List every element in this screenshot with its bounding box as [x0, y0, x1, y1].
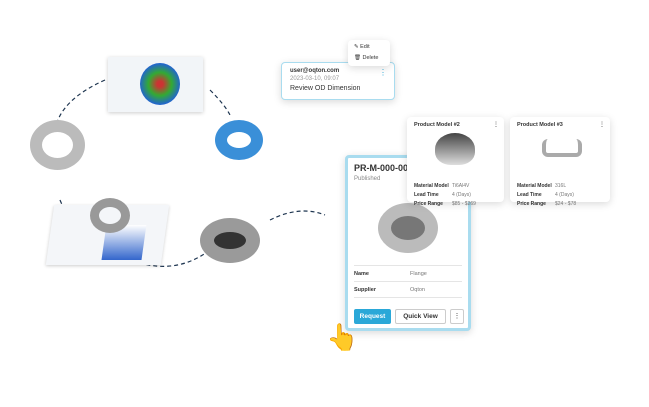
label: Price Range: [517, 201, 546, 207]
flange-part-image: [200, 218, 260, 263]
context-menu: ✎ Edit 🗑 Delete: [348, 40, 390, 66]
flange-image: [378, 203, 438, 253]
more-options-icon[interactable]: ⋮: [379, 68, 387, 77]
simulation-part-image: [140, 63, 180, 105]
comment-text: Review OD Dimension: [290, 85, 361, 92]
comment-user: user@oqton.com: [290, 68, 340, 74]
label: Lead Time: [414, 192, 439, 198]
simulation-screenshot: [108, 57, 203, 112]
more-button[interactable]: ⋮: [450, 309, 464, 324]
impeller-image: [435, 133, 475, 165]
pencil-icon: ✎: [354, 44, 359, 50]
material-value: Ti6Al4V: [452, 183, 470, 189]
product-title: Product Model #2: [414, 122, 460, 128]
material-value: 316L: [555, 183, 567, 189]
product-id: PR-M-000-000: [354, 163, 414, 173]
bracket-image: [542, 139, 582, 157]
more-options-icon[interactable]: ⋮: [493, 122, 499, 128]
more-options-icon[interactable]: ⋮: [599, 122, 605, 128]
lattice-part-image: [30, 120, 85, 170]
request-button[interactable]: Request: [354, 309, 391, 324]
label: Material Model: [414, 183, 449, 189]
trash-icon: 🗑: [354, 55, 361, 61]
lead-time-value: 4 (Days): [555, 192, 574, 198]
menu-item-edit[interactable]: ✎ Edit: [354, 44, 370, 50]
product-title: Product Model #3: [517, 122, 563, 128]
quick-view-button[interactable]: Quick View: [395, 309, 446, 324]
comment-card[interactable]: user@oqton.com 2023-03-10, 09:07 Review …: [281, 62, 395, 100]
blue-ring-part-image: [215, 120, 263, 160]
hand-cursor-icon: 👆: [326, 322, 359, 352]
label: Material Model: [517, 183, 552, 189]
price-value: $85 - $269: [452, 201, 476, 207]
label: Lead Time: [517, 192, 542, 198]
comment-timestamp: 2023-03-10, 09:07: [290, 76, 340, 82]
menu-item-delete[interactable]: 🗑 Delete: [354, 55, 379, 61]
status-label: Published: [354, 176, 381, 182]
ring-part-image: [90, 198, 130, 233]
price-value: $24 - $78: [555, 201, 577, 207]
lead-time-value: 4 (Days): [452, 192, 471, 198]
label: Price Range: [414, 201, 443, 207]
